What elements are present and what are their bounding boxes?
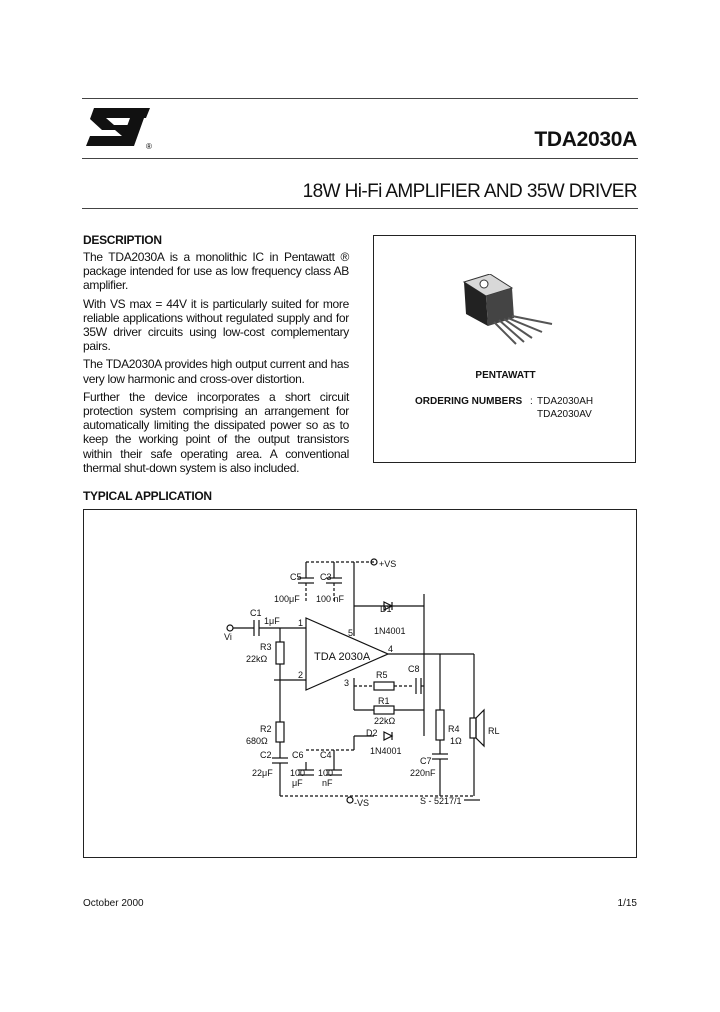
registered-mark: ®	[146, 142, 152, 150]
c8-label: C8	[408, 664, 420, 674]
ordering-number: TDA2030AH	[537, 396, 594, 407]
drawing-code: S - 5217/1	[420, 796, 462, 806]
c3-value: 100 nF	[316, 594, 345, 604]
description-heading: DESCRIPTION	[83, 233, 162, 247]
c4-value: 100	[318, 768, 333, 778]
r5-label: R5	[376, 670, 388, 680]
r2-label: R2	[260, 724, 272, 734]
r3-label: R3	[260, 642, 272, 652]
description-paragraph: The TDA2030A is a monolithic IC in Penta…	[83, 250, 349, 293]
circuit-diagram: TDA 2030A +VS -VS Vi C1 1μF R3 22kΩ R2 6…	[224, 558, 500, 808]
top-rule	[82, 98, 638, 99]
c1-value: 1μF	[264, 616, 280, 626]
c7-value: 220nF	[410, 768, 436, 778]
typical-application-heading: TYPICAL APPLICATION	[83, 489, 212, 503]
r4-label: R4	[448, 724, 460, 734]
ordering-numbers-label: ORDERING NUMBERS	[415, 396, 523, 407]
c5-label: C5	[290, 572, 302, 582]
opamp-symbol	[305, 617, 390, 691]
pin-3: 3	[344, 678, 349, 688]
pin-1: 1	[298, 618, 303, 628]
c7-label: C7	[420, 756, 432, 766]
r2-value: 680Ω	[246, 736, 268, 746]
d2-value: 1N4001	[370, 746, 402, 756]
c2-value: 22μF	[252, 768, 273, 778]
vi-label: Vi	[224, 632, 232, 642]
ordering-number: TDA2030AV	[537, 409, 592, 420]
description-paragraph: The TDA2030A provides high output curren…	[83, 357, 349, 386]
c2-label: C2	[260, 750, 272, 760]
footer-date: October 2000	[83, 898, 144, 909]
d1-label: D1	[380, 604, 392, 614]
pin-4: 4	[388, 644, 393, 654]
header-rule-2	[82, 208, 638, 209]
ic-label: TDA 2030A	[314, 651, 371, 663]
vs-neg-label: -VS	[354, 798, 369, 808]
footer-page-number: 1/15	[617, 898, 637, 909]
header-rule-1	[82, 158, 638, 159]
pentawatt-package-image	[462, 274, 553, 345]
rl-label: RL	[488, 726, 500, 736]
package-name: PENTAWATT	[475, 370, 536, 381]
pin-2: 2	[298, 670, 303, 680]
r1-label: R1	[378, 696, 390, 706]
c6-unit: μF	[292, 778, 303, 788]
typical-application-box: TDA 2030A +VS -VS Vi C1 1μF R3 22kΩ R2 6…	[83, 509, 637, 858]
description-body: The TDA2030A is a monolithic IC in Penta…	[83, 250, 349, 479]
part-number: TDA2030A	[534, 128, 637, 151]
description-paragraph: With VS max = 44V it is particularly sui…	[83, 296, 349, 354]
d2-label: D2	[366, 728, 378, 738]
d1-value: 1N4001	[374, 626, 406, 636]
c3-label: C3	[320, 572, 332, 582]
ordering-separator: :	[530, 396, 533, 407]
pin-5: 5	[348, 628, 353, 638]
page-title: 18W Hi-Fi AMPLIFIER AND 35W DRIVER	[302, 181, 638, 202]
c4-unit: nF	[322, 778, 333, 788]
vs-pos-label: +VS	[379, 559, 396, 569]
c5-value: 100μF	[274, 594, 300, 604]
c1-label: C1	[250, 608, 262, 618]
r1-value: 22kΩ	[374, 716, 396, 726]
c4-label: C4	[320, 750, 332, 760]
st-logo: ®	[86, 108, 152, 150]
package-box: PENTAWATT ORDERING NUMBERS : TDA2030AH T…	[373, 235, 636, 463]
description-paragraph: Further the device incorporates a short …	[83, 389, 349, 475]
c6-label: C6	[292, 750, 304, 760]
r3-value: 22kΩ	[246, 654, 268, 664]
r4-value: 1Ω	[450, 736, 462, 746]
c6-value: 100	[290, 768, 305, 778]
